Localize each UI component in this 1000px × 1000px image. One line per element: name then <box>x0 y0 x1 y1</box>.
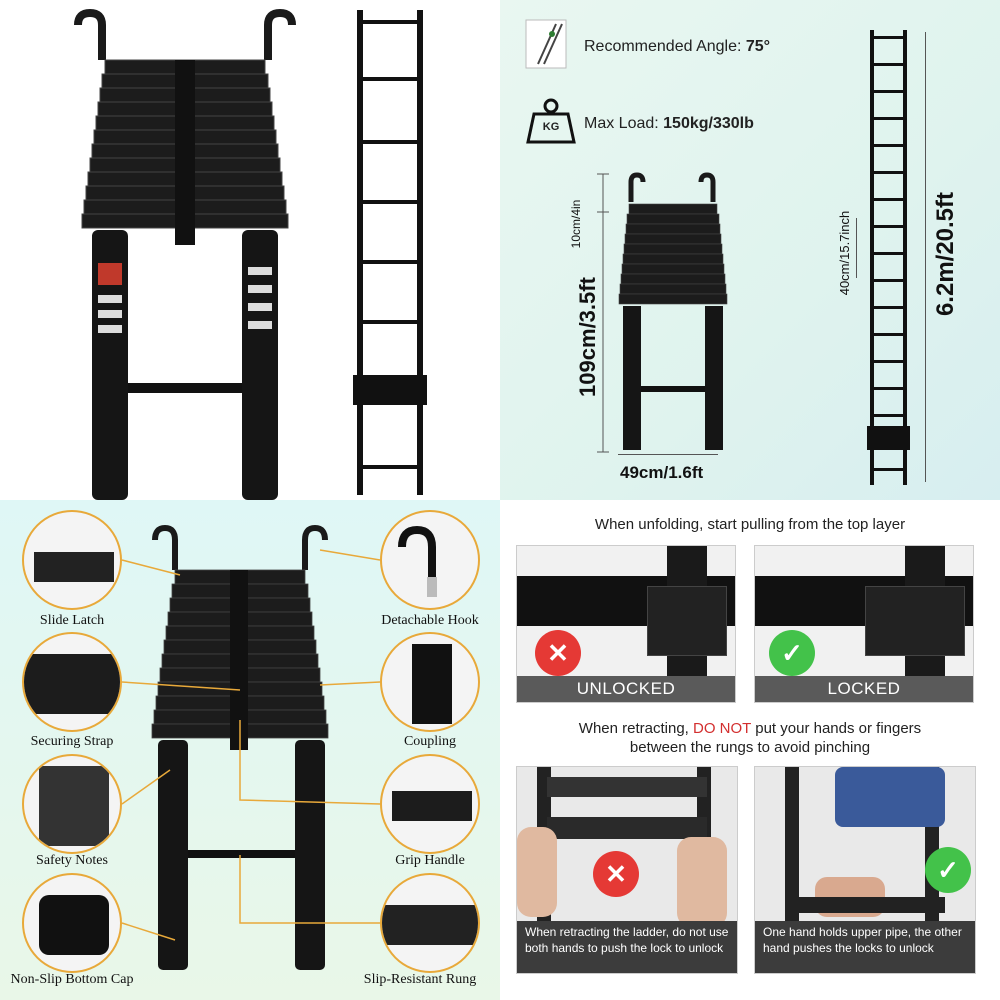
coupling-label: Coupling <box>403 734 457 749</box>
right-retract-photo: ✓ One hand holds upper pipe, the other h… <box>754 766 976 974</box>
features-panel: Slide Latch Securing Strap Safety Notes … <box>0 500 500 1000</box>
unlocked-x-icon: ✕ <box>535 630 581 676</box>
wrong-retract-photo: ✕ When retracting the ladder, do not use… <box>516 766 738 974</box>
coupling-closeup <box>380 632 480 732</box>
locked-label: LOCKED <box>755 676 973 702</box>
width-dimension-line <box>618 454 718 455</box>
locked-check-icon: ✓ <box>769 630 815 676</box>
retract-heading: When retracting, DO NOT put your hands o… <box>500 720 1000 737</box>
rung-label: Slip-Resistant Rung <box>363 972 477 987</box>
retract-heading-pre: When retracting, <box>578 720 694 737</box>
slide-latch-label: Slide Latch <box>39 613 105 628</box>
rung-closeup <box>380 873 480 973</box>
recommended-angle-text: Recommended Angle: 75° <box>584 38 770 56</box>
extended-ladder-dimension-image <box>867 30 910 485</box>
angle-value: 75° <box>745 38 771 55</box>
retract-heading-line2: between the rungs to avoid pinching <box>629 739 871 756</box>
detachable-hook-label: Detachable Hook <box>381 613 479 628</box>
load-label: Max Load: <box>584 115 664 132</box>
retract-heading-post: put your hands or fingers <box>751 720 922 737</box>
load-value: 150kg/330lb <box>663 115 754 132</box>
bottom-cap-closeup <box>22 873 122 973</box>
right-retract-caption: One hand holds upper pipe, the other han… <box>755 921 975 973</box>
extended-ladder-side-image <box>353 10 427 495</box>
ladder-feature-image <box>151 524 329 970</box>
ladder-angle-icon <box>525 19 567 69</box>
securing-strap-closeup <box>22 632 122 732</box>
weight-icon <box>526 98 576 144</box>
instructions-panel: When unfolding, start pulling from the t… <box>500 500 1000 1000</box>
unlocked-label: UNLOCKED <box>517 676 735 702</box>
closed-height-dimension: 109cm/3.5ft <box>575 277 600 397</box>
callout-connectors <box>121 549 381 941</box>
angle-label: Recommended Angle: <box>584 38 746 55</box>
bottom-cap-label: Non-Slip Bottom Cap <box>10 972 134 987</box>
rung-spacing-line <box>856 218 857 278</box>
collapsed-ladder-dimension-image <box>597 172 728 453</box>
retract-heading-warn: DO NOT <box>693 720 752 737</box>
wrong-retract-caption: When retracting the ladder, do not use b… <box>517 921 737 973</box>
kg-icon-label: KG <box>542 121 560 133</box>
detachable-hook-closeup <box>380 510 480 610</box>
max-load-text: Max Load: 150kg/330lb <box>584 115 754 133</box>
unlocked-panel: ✕ UNLOCKED <box>516 545 736 703</box>
full-height-line <box>925 32 926 482</box>
grip-handle-closeup <box>380 754 480 854</box>
locked-panel: ✓ LOCKED <box>754 545 974 703</box>
full-height-dimension: 6.2m/20.5ft <box>932 191 959 317</box>
width-dimension: 49cm/1.6ft <box>620 463 704 482</box>
grip-handle-label: Grip Handle <box>395 853 465 868</box>
rung-spacing-dimension: 40cm/15.7inch <box>837 210 852 296</box>
hook-height-dimension: 10cm/4in <box>569 199 583 249</box>
product-views-panel <box>0 0 500 500</box>
securing-strap-label: Securing Strap <box>30 734 114 749</box>
unfold-heading: When unfolding, start pulling from the t… <box>594 516 906 533</box>
safety-notes-closeup <box>22 754 122 854</box>
slide-latch-closeup <box>22 510 122 610</box>
safety-notes-label: Safety Notes <box>36 853 108 868</box>
collapsed-ladder-front-image <box>74 8 296 500</box>
right-check-icon: ✓ <box>925 847 971 893</box>
specs-panel: Recommended Angle: 75° KG Max Load: 150k… <box>500 0 1000 500</box>
wrong-x-icon: ✕ <box>593 851 639 897</box>
